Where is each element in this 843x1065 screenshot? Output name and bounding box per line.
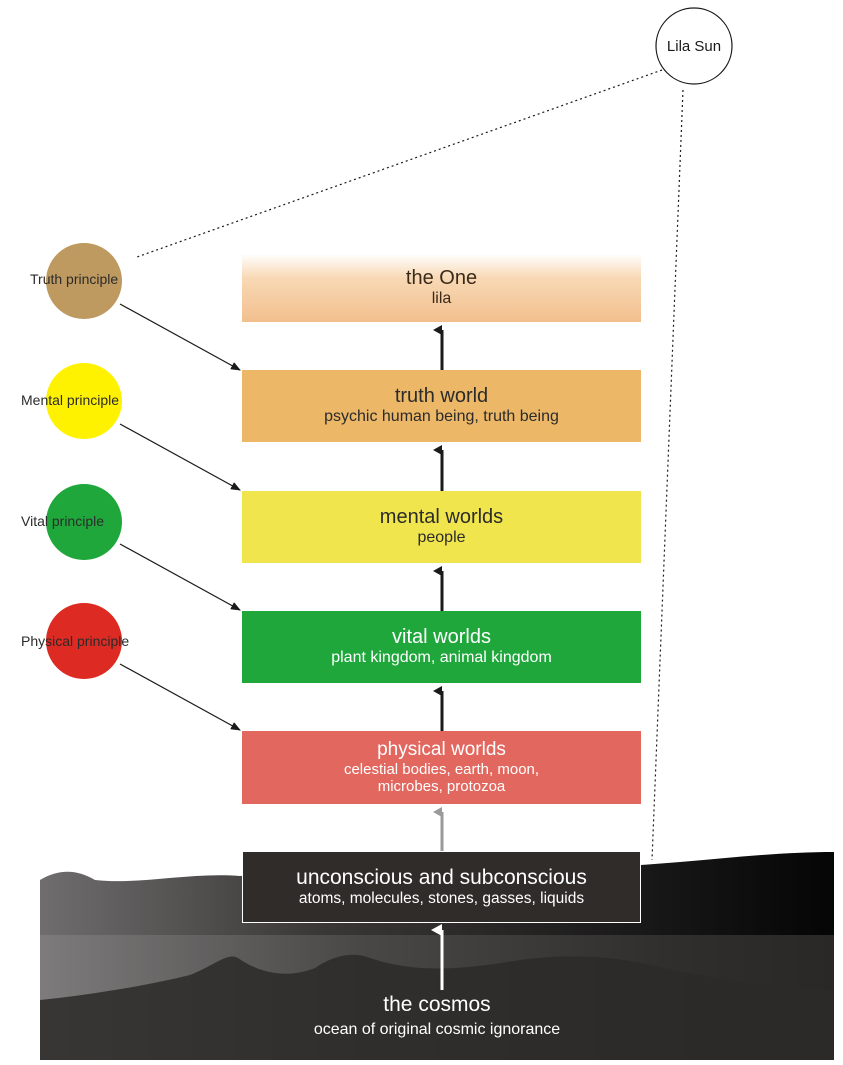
- level-truth-world-subtitle: psychic human being, truth being: [324, 408, 559, 426]
- level-truth-world-title: truth world: [394, 385, 489, 408]
- cosmos-title: the cosmos: [383, 993, 491, 1016]
- level-unconscious: unconscious and subconscious atoms, mole…: [242, 851, 641, 923]
- mental-principle-circle: [46, 363, 122, 439]
- level-mental-worlds-title: mental worlds: [379, 506, 504, 529]
- level-truth-world: truth world psychic human being, truth b…: [242, 370, 641, 442]
- sun-connector-left: [136, 69, 663, 258]
- level-physical-worlds-subtitle-line1: celestial bodies, earth, moon,: [343, 761, 540, 779]
- level-unconscious-subtitle: atoms, molecules, stones, gasses, liquid…: [298, 890, 585, 908]
- level-vital-worlds-title: vital worlds: [392, 626, 491, 649]
- mental-principle-label: Mental principle: [21, 392, 120, 408]
- mental-principle-arrow: [119, 423, 241, 491]
- physical-principle-label: Physical principle: [21, 633, 130, 649]
- level-the-one-title: the One: [405, 267, 478, 290]
- level-vital-worlds-subtitle: plant kingdom, animal kingdom: [331, 649, 552, 667]
- level-physical-worlds-title: physical worlds: [377, 739, 506, 761]
- level-the-one-subtitle: lila: [431, 290, 452, 308]
- level-the-one: the One lila: [242, 254, 641, 322]
- cosmos-subtitle: ocean of original cosmic ignorance: [313, 1021, 561, 1038]
- ocean-waves: [40, 954, 834, 1060]
- lila-sun-label: Lila Sun: [666, 38, 722, 55]
- sun-connector-down: [651, 89, 684, 861]
- physical-principle-arrow: [119, 663, 241, 731]
- level-physical-worlds: physical worlds celestial bodies, earth,…: [242, 731, 641, 804]
- level-mental-worlds: mental worlds people: [242, 491, 641, 563]
- level-physical-worlds-subtitle-line2: microbes, protozoa: [377, 778, 506, 796]
- vital-principle-circle: [46, 484, 122, 560]
- truth-principle-arrow: [119, 303, 241, 371]
- truth-principle-circle: [46, 243, 122, 319]
- level-mental-worlds-subtitle: people: [417, 529, 466, 547]
- truth-principle-label: Truth principle: [30, 271, 119, 287]
- level-vital-worlds: vital worlds plant kingdom, animal kingd…: [242, 611, 641, 683]
- vital-principle-label: Vital principle: [21, 513, 105, 529]
- lila-sun-circle: [655, 7, 733, 85]
- level-unconscious-title: unconscious and subconscious: [296, 866, 587, 890]
- vital-principle-arrow: [119, 543, 241, 611]
- physical-principle-circle: [46, 603, 122, 679]
